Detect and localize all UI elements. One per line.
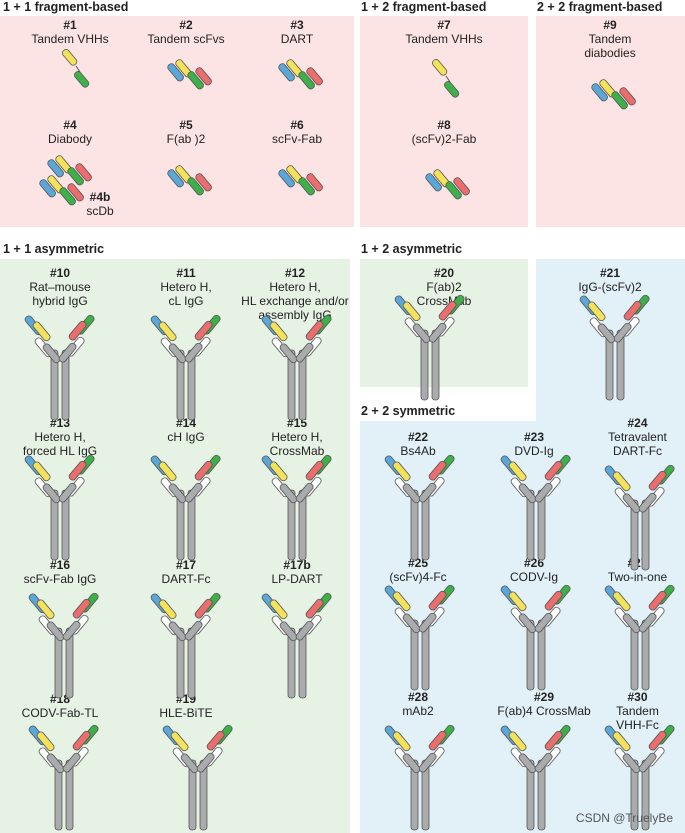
panel-2plus2-fragment xyxy=(536,16,685,227)
igg-glyph-21 xyxy=(578,293,651,401)
igg-glyph-25 xyxy=(383,583,456,691)
igg-glyph-24 xyxy=(603,463,676,571)
igg-glyph-18 xyxy=(27,723,100,831)
igg-glyph-28 xyxy=(383,723,456,831)
section-title: 1 + 1 asymmetric xyxy=(3,242,105,256)
section-title: 2 + 2 symmetric xyxy=(361,404,456,418)
fab2-glyph xyxy=(166,164,214,197)
scfv-fab-glyph xyxy=(277,164,325,197)
igg-glyph-10 xyxy=(23,313,96,421)
igg-glyph-17 xyxy=(149,591,222,699)
igg-glyph-23 xyxy=(499,453,572,561)
scfv2-fab-glyph xyxy=(424,168,472,201)
section-title: 1 + 2 fragment-based xyxy=(361,0,487,14)
dart-glyph xyxy=(277,58,325,91)
format-label: #8(scFv)2-Fab xyxy=(411,118,477,146)
tandem-scfv-glyph xyxy=(166,58,214,91)
tandem-vhh-2-glyph xyxy=(430,57,461,99)
igg-glyph-29 xyxy=(499,723,572,831)
igg-glyph-13 xyxy=(23,453,96,561)
igg-glyph-14 xyxy=(149,453,222,561)
section-title: 2 + 2 fragment-based xyxy=(537,0,663,14)
igg-glyph-15 xyxy=(260,453,333,561)
igg-glyph-17b xyxy=(260,591,333,699)
watermark: CSDN @TruelyBe xyxy=(575,811,673,825)
igg-glyph-20 xyxy=(393,293,466,401)
tandem-diabody-glyph xyxy=(590,78,638,111)
igg-glyph-16 xyxy=(27,591,100,699)
panel-1plus2-fragment xyxy=(360,16,528,227)
tandem-vhh-glyph xyxy=(60,47,91,89)
igg-glyph-22 xyxy=(383,453,456,561)
igg-glyph-12 xyxy=(260,313,333,421)
section-title: 1 + 1 fragment-based xyxy=(3,0,129,14)
igg-glyph-19 xyxy=(161,723,234,831)
igg-glyph-26 xyxy=(499,583,572,691)
section-title: 1 + 2 asymmetric xyxy=(361,242,463,256)
igg-glyph-27 xyxy=(603,583,676,691)
igg-glyph-11 xyxy=(149,313,222,421)
